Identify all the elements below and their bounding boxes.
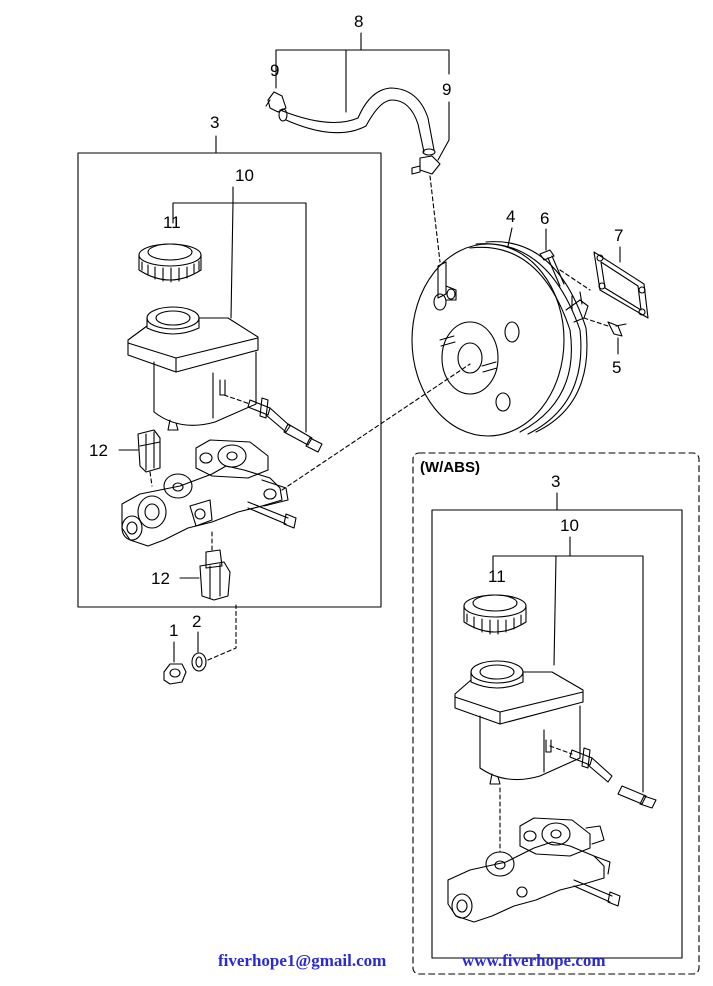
abs-level-sensor — [549, 745, 657, 809]
hose-clamp-left — [265, 91, 287, 113]
abs-master-cylinder-body — [447, 817, 611, 923]
footer-email[interactable]: fiverhope1@gmail.com — [218, 951, 387, 970]
callout-3: 3 — [210, 113, 219, 132]
callout-6: 6 — [540, 209, 549, 228]
mounting-bolt — [247, 501, 297, 529]
nut — [163, 663, 187, 685]
footer-website[interactable]: www.fiverhope.com — [462, 951, 606, 970]
callout-11: 11 — [163, 213, 181, 232]
callout-12-lower: 12 — [151, 569, 170, 588]
callout-1: 1 — [169, 621, 178, 640]
abs-assembly-box — [431, 509, 683, 959]
master-cylinder-assembly-box — [77, 152, 382, 608]
brake-booster — [411, 241, 589, 437]
callout-2: 2 — [192, 612, 201, 631]
abs-reservoir-cap — [463, 594, 527, 635]
abs-callout-3: 3 — [551, 472, 560, 491]
reservoir — [127, 306, 259, 431]
vacuum-hose — [278, 87, 436, 156]
abs-mounting-bolt — [573, 879, 621, 907]
hose-clamp-right — [411, 155, 441, 175]
callout-5: 5 — [612, 358, 621, 377]
washer — [191, 652, 207, 672]
brake-line-fitting-upper — [137, 429, 161, 487]
brake-line-fitting-lower — [199, 531, 231, 601]
callout-10: 10 — [235, 166, 254, 185]
abs-section-title: (W/ABS) — [420, 459, 480, 476]
abs-callout-10: 10 — [560, 516, 579, 535]
clip — [607, 321, 627, 337]
abs-callout-11: 11 — [488, 567, 506, 586]
gasket — [593, 251, 649, 319]
callout-9-right: 9 — [442, 80, 451, 99]
callout-8: 8 — [354, 12, 363, 31]
callout-7: 7 — [614, 226, 623, 245]
callout-12-upper: 12 — [89, 441, 108, 460]
master-cylinder-body — [121, 439, 289, 547]
abs-reservoir — [454, 660, 584, 785]
stud — [539, 249, 565, 287]
level-sensor — [223, 394, 323, 453]
callout-9-left: 9 — [270, 61, 279, 80]
callout-4: 4 — [506, 207, 515, 226]
reservoir-cap — [138, 243, 202, 283]
